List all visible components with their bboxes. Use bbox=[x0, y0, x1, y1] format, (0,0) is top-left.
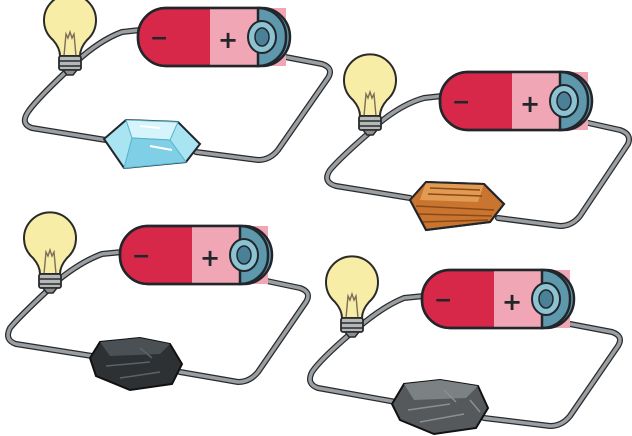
circuit-top-left: − + bbox=[21, 0, 333, 170]
graphite-rock-icon bbox=[390, 378, 490, 436]
light-bulb-icon bbox=[343, 53, 397, 136]
wire bbox=[193, 53, 333, 163]
wire bbox=[358, 294, 426, 328]
wire bbox=[178, 278, 310, 384]
minus-label: − bbox=[434, 288, 452, 313]
plus-label: + bbox=[200, 244, 220, 272]
wire bbox=[376, 94, 444, 126]
light-bulb-icon bbox=[325, 255, 379, 338]
battery-icon: − + bbox=[420, 268, 576, 330]
wire bbox=[308, 332, 398, 404]
battery-icon: − + bbox=[438, 70, 594, 132]
plus-label: + bbox=[218, 26, 238, 54]
wire bbox=[23, 68, 114, 143]
wire bbox=[325, 130, 412, 200]
circuit-bottom-right: − + bbox=[307, 255, 623, 436]
battery-icon: − + bbox=[118, 224, 274, 286]
wire bbox=[177, 277, 311, 385]
wire bbox=[194, 54, 332, 162]
minus-label: − bbox=[452, 90, 470, 115]
coal-lump-icon bbox=[88, 336, 184, 392]
circuit-bottom-left: − + bbox=[5, 211, 311, 392]
light-bulb-icon bbox=[23, 211, 78, 294]
battery-icon: − + bbox=[136, 6, 292, 68]
wood-block-icon bbox=[408, 180, 506, 232]
wire bbox=[307, 331, 399, 405]
minus-label: − bbox=[150, 26, 168, 51]
wire bbox=[496, 120, 631, 228]
wire bbox=[482, 322, 622, 428]
wire bbox=[6, 288, 94, 358]
glass-block-icon bbox=[102, 118, 202, 170]
minus-label: − bbox=[132, 244, 150, 269]
circuit-top-right: − + bbox=[324, 53, 632, 232]
plus-label: + bbox=[502, 288, 522, 316]
light-bulb-icon bbox=[43, 0, 97, 76]
plus-label: + bbox=[520, 90, 540, 118]
